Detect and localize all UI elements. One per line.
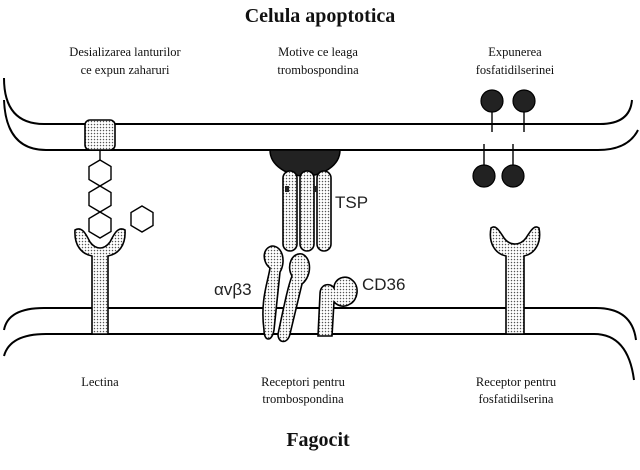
lectin-receptor — [74, 228, 126, 335]
ps-headgroup — [501, 164, 525, 188]
ps-headgroup — [512, 89, 536, 113]
ps-receptor-label-line1: Receptor pentru — [476, 375, 557, 389]
phosphatidylserine-receptor — [489, 226, 541, 335]
cd36-label: CD36 — [362, 275, 405, 294]
phosphatidylserine-outer — [480, 89, 536, 132]
tsp-arm — [299, 170, 315, 252]
tsp-arm — [316, 170, 332, 252]
tsp-link — [313, 186, 317, 192]
phosphatidylserine-exposure-label-line1: Expunerea — [488, 45, 542, 59]
tsp-receptors-label-line2: trombospondina — [262, 392, 344, 406]
apoptotic-cell-title: Celula apoptotica — [245, 5, 396, 27]
integrin-avb3 — [262, 245, 311, 343]
tsp-arm — [282, 170, 298, 252]
tsp-label: TSP — [335, 193, 368, 212]
tsp-link — [285, 186, 289, 192]
sugar-hexagon — [88, 159, 112, 187]
lectin-label: Lectina — [81, 375, 119, 389]
ps-headgroup — [472, 164, 496, 188]
desialylation-label-line2: ce expun zaharuri — [81, 63, 170, 77]
tsp-binding-motifs-label-line2: trombospondina — [277, 63, 359, 77]
cd36-receptor — [317, 276, 358, 337]
sugar-hexagon — [88, 185, 112, 213]
ps-receptor-label-line2: fosfatidilserina — [479, 392, 554, 406]
thrombospondin-trimer — [282, 170, 332, 252]
phosphatidylserine-exposure-label-line2: fosfatidilserinei — [476, 63, 555, 77]
exposed-sugar-chain — [88, 159, 154, 239]
desialylation-label-line1: Desializarea lanturilor — [69, 45, 181, 59]
integrin-label: αvβ3 — [214, 280, 252, 299]
free-sialic-acid-hexagon — [130, 205, 154, 233]
tsp-receptors-label-line1: Receptori pentru — [261, 375, 345, 389]
tsp-binding-motifs-label-line1: Motive ce leaga — [278, 45, 358, 59]
phagocyte-title: Fagocit — [286, 429, 350, 451]
transmembrane-glycoprotein — [84, 119, 116, 160]
phosphatidylserine-exposed — [472, 144, 525, 188]
apoptotic-cell-membrane — [3, 77, 639, 151]
sugar-hexagon — [88, 211, 112, 239]
ps-headgroup — [480, 89, 504, 113]
